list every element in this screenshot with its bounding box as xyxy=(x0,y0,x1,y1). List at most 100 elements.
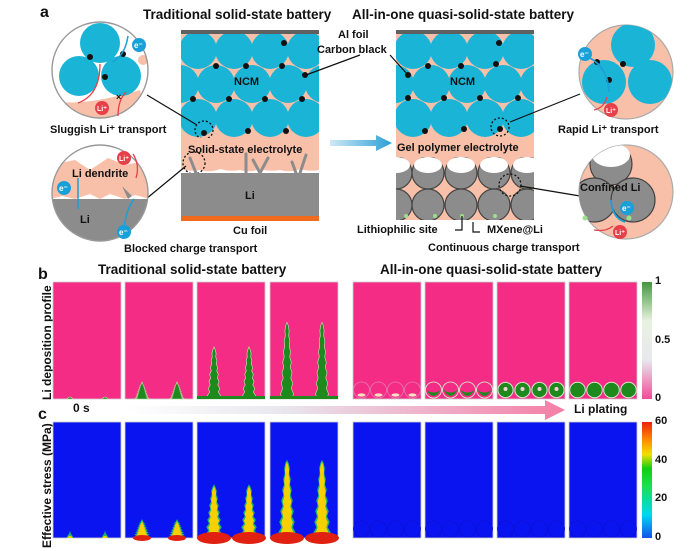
right-cell xyxy=(396,30,534,233)
carbon-black-left xyxy=(190,40,308,136)
panel-a-left-title: Traditional solid-state battery xyxy=(143,7,332,22)
li-dendrite xyxy=(101,396,109,400)
li-dendrite xyxy=(132,381,152,400)
label-ncm-right: NCM xyxy=(450,76,476,88)
mxene-host-full xyxy=(603,381,620,399)
transition-arrow xyxy=(330,135,392,151)
stress-frame xyxy=(196,421,266,544)
stress-frame xyxy=(124,421,194,541)
svg-text:e⁻: e⁻ xyxy=(119,228,128,237)
label-confined-li: Confined Li xyxy=(580,182,641,194)
mxene-host-crescent xyxy=(425,381,442,399)
colorbar-tick: 20 xyxy=(655,492,668,505)
colorbar-effective-stress xyxy=(642,422,652,538)
stress-dendrite xyxy=(312,461,332,538)
timeline-end-label: Li plating xyxy=(574,402,628,416)
caption-rapid: Rapid Li⁺ transport xyxy=(558,124,659,136)
li-deposition-frame xyxy=(269,281,339,400)
label-solid-electrolyte: Solid-state electrolyte xyxy=(188,144,303,156)
colorbar-tick: 0.5 xyxy=(655,333,671,346)
li-deposition-frame xyxy=(352,281,422,400)
mxene-host-filled-core xyxy=(514,381,531,399)
li-deposition-frame xyxy=(196,281,266,400)
carbon-black-right xyxy=(405,40,521,134)
svg-text:e⁻: e⁻ xyxy=(622,204,631,213)
svg-text:Li⁺: Li⁺ xyxy=(119,156,129,163)
li-dendrite xyxy=(204,346,224,400)
caption-sluggish: Sluggish Li⁺ transport xyxy=(50,124,167,136)
mxene-host-filled-core xyxy=(548,381,565,399)
effective-stress-maps xyxy=(52,421,652,544)
li-dendrite xyxy=(239,346,259,400)
al-foil-left xyxy=(181,30,319,34)
mxene-li-hosts xyxy=(396,157,534,220)
li-anode xyxy=(181,173,319,216)
inset-blocked-transport: Li⁺ e⁻ e⁻ xyxy=(51,144,149,242)
mxene-host-empty xyxy=(387,381,404,399)
inset-confined-li: e⁻ Li⁺ xyxy=(578,144,674,240)
li-dendrite xyxy=(312,321,332,400)
label-li-inset: Li xyxy=(80,214,90,226)
panel-a-letter: a xyxy=(40,4,49,21)
label-al-foil: Al foil xyxy=(338,29,369,41)
timeline-start-label: 0 s xyxy=(73,401,90,415)
stress-halo xyxy=(98,530,112,538)
mxene-host-full xyxy=(569,381,586,399)
li-dendrite xyxy=(277,321,297,400)
li-dendrite xyxy=(167,381,187,400)
stress-halo xyxy=(63,530,77,538)
li-deposition-frame xyxy=(52,281,122,400)
li-deposition-frame xyxy=(568,281,638,400)
label-carbon-black: Carbon black xyxy=(317,44,387,56)
stress-frame xyxy=(424,421,494,539)
panel-b-letter: b xyxy=(38,266,48,283)
mxene-host-crescent xyxy=(459,381,476,399)
svg-text:e⁻: e⁻ xyxy=(580,50,589,59)
ncm-particles-right xyxy=(396,34,534,137)
colorbar-tick: 0 xyxy=(655,531,662,543)
stress-frame xyxy=(269,421,339,544)
colorbar-tick: 0 xyxy=(655,392,662,404)
li-ion-icon: Li⁺ xyxy=(97,106,107,113)
mxene-host-filled-core xyxy=(531,381,548,399)
panel-c-letter: c xyxy=(38,406,47,423)
svg-text:Li⁺: Li⁺ xyxy=(615,230,625,237)
stress-dendrite xyxy=(167,521,187,538)
mxene-host-filled-core xyxy=(497,381,514,399)
label-mxene-li: MXene@Li xyxy=(487,224,543,236)
li-deposition-frame xyxy=(496,281,566,400)
stress-frame xyxy=(52,421,122,539)
stress-frame xyxy=(352,421,422,539)
colorbar-li-deposition xyxy=(642,282,652,399)
li-deposition-maps xyxy=(52,281,652,400)
li-deposition-frame xyxy=(124,281,194,400)
left-cell xyxy=(181,30,319,221)
colorbar-tick: 60 xyxy=(655,415,668,427)
electron-icon: e⁻ xyxy=(134,41,143,50)
label-gel-electrolyte: Gel polymer electrolyte xyxy=(397,142,519,154)
mxene-host-empty xyxy=(370,381,387,399)
caption-blocked: Blocked charge transport xyxy=(124,243,258,255)
svg-text:e⁻: e⁻ xyxy=(59,184,68,193)
svg-text:×: × xyxy=(116,92,121,102)
mxene-host-full xyxy=(586,381,603,399)
mxene-host-full xyxy=(620,381,637,399)
inset-rapid-transport: e⁻ Li⁺ xyxy=(578,24,674,120)
panel-a-right-title: All-in-one quasi-solid-state battery xyxy=(352,7,575,22)
colorbar-tick: 1 xyxy=(655,275,662,287)
stress-dendrite xyxy=(67,536,73,538)
li-deposition-frame xyxy=(424,281,494,400)
stress-frame xyxy=(496,421,566,539)
colorbar-tick: 40 xyxy=(655,453,668,466)
stress-dendrite xyxy=(204,486,224,538)
cu-foil xyxy=(181,216,319,221)
stress-dendrite xyxy=(132,521,152,538)
caption-continuous: Continuous charge transport xyxy=(428,242,580,254)
panel-a-schematic: × e⁻ Li⁺ Li⁺ e⁻ e⁻ e⁻ Li⁺ xyxy=(51,21,674,242)
ncm-particles-left xyxy=(181,34,319,137)
stress-dendrite xyxy=(102,536,108,538)
mxene-host-crescent xyxy=(476,381,493,399)
panel-b-left-title: Traditional solid-state battery xyxy=(98,262,287,277)
inset-sluggish-transport: × e⁻ Li⁺ xyxy=(51,21,149,119)
svg-text:Li⁺: Li⁺ xyxy=(606,108,616,115)
